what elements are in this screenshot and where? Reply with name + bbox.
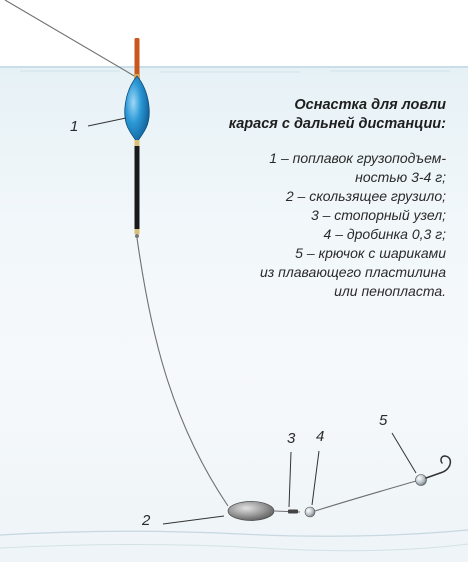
legend-line: 3 – стопорный узел; — [310, 207, 446, 223]
title-line-1: Оснастка для ловли — [294, 97, 446, 113]
callout-label-4: 4 — [316, 428, 325, 445]
legend-line: 2 – скользящее грузило; — [285, 188, 446, 204]
float-body — [124, 75, 150, 143]
float-stem — [134, 146, 140, 230]
water-surface — [0, 66, 468, 73]
legend-line: 4 – дробинка 0,3 г; — [323, 226, 446, 242]
stopper-knot — [288, 509, 298, 514]
float-antenna — [134, 38, 140, 76]
main-line-upper — [4, 0, 137, 78]
split-shot — [304, 506, 316, 518]
main-line-lower — [136, 237, 229, 507]
callout-label-5: 5 — [379, 412, 388, 429]
callout-5-leader — [391, 432, 417, 474]
legend: 1 – поплавок грузоподъем- ностью 3-4 г; … — [186, 149, 446, 301]
callout-2-leader — [162, 515, 225, 525]
callout-label-2: 2 — [142, 512, 151, 529]
title-line-2: карася с дальней дистанции: — [228, 116, 446, 132]
water-background — [0, 66, 468, 562]
callout-3-leader — [288, 451, 292, 508]
diagram-title: Оснастка для ловли карася с дальней дист… — [226, 96, 446, 134]
callout-1-leader — [87, 117, 127, 127]
callout-label-1: 1 — [70, 118, 79, 135]
hook — [425, 455, 452, 479]
legend-line: ностью 3-4 г; — [355, 169, 446, 185]
sliding-sinker — [227, 501, 275, 521]
hook-ball — [415, 474, 427, 486]
bottom-ground — [0, 529, 468, 552]
legend-line: 1 – поплавок грузоподъем- — [269, 150, 446, 166]
legend-line: 5 – крючок с шариками — [295, 245, 446, 261]
legend-line: из плавающего пластилина — [259, 264, 446, 280]
callout-label-3: 3 — [287, 430, 296, 447]
legend-line: или пенопласта. — [334, 283, 446, 299]
callout-4-leader — [311, 450, 320, 506]
